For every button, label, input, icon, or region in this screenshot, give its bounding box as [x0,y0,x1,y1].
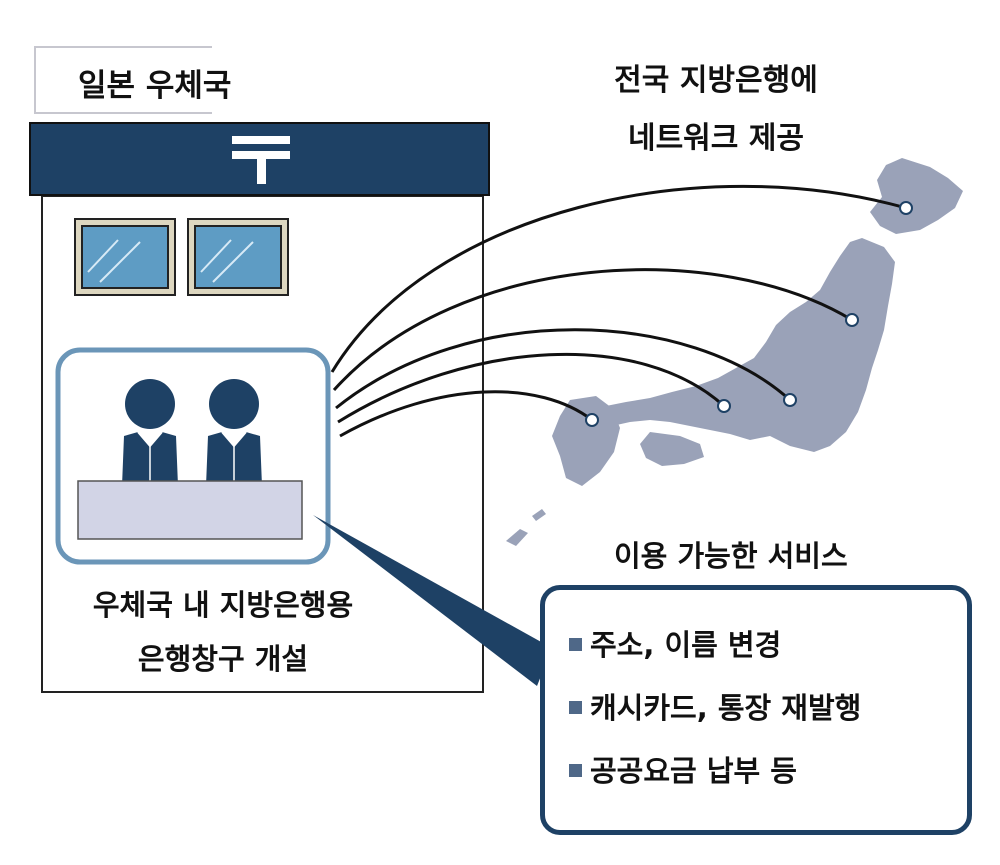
title-tab-frame [34,46,212,114]
counter-label-line: 은행창구 개설 [137,642,309,676]
staff-person-icon [122,379,178,486]
network-label: 전국 지방은행에 네트워크 제공 [576,52,856,168]
services-callout-pointer [313,515,552,686]
counter-label-line: 우체국 내 지방은행용 [92,588,354,622]
services-title: 이용 가능한 서비스 [614,539,848,573]
network-label-line: 전국 지방은행에 [614,63,818,98]
services-box: 주소, 이름 변경 캐시카드, 통장 재발행 공공요금 납부 등 [540,585,972,835]
japan-map [506,158,963,546]
service-item-label: 캐시카드, 통장 재발행 [590,691,862,725]
japan-post-mark-icon [232,136,290,184]
service-item-label: 공공요금 납부 등 [590,754,797,788]
diagram-title: 일본 우체국 [78,68,232,104]
bank-network-lines [330,184,907,438]
bullet-square-icon [569,701,582,714]
service-item: 공공요금 납부 등 [569,748,797,790]
building-window-right [187,218,289,296]
bank-endpoints [585,201,913,427]
service-item: 캐시카드, 통장 재발행 [569,685,861,727]
building-window-left [74,218,176,296]
bullet-square-icon [569,764,582,777]
service-item: 주소, 이름 변경 [569,622,781,664]
network-label-line: 네트워크 제공 [627,121,805,156]
bank-counter-desk [77,480,303,540]
staff-person-icon [206,379,262,486]
bullet-square-icon [569,638,582,651]
counter-label: 우체국 내 지방은행용 은행창구 개설 [58,578,388,686]
service-item-label: 주소, 이름 변경 [590,628,782,662]
